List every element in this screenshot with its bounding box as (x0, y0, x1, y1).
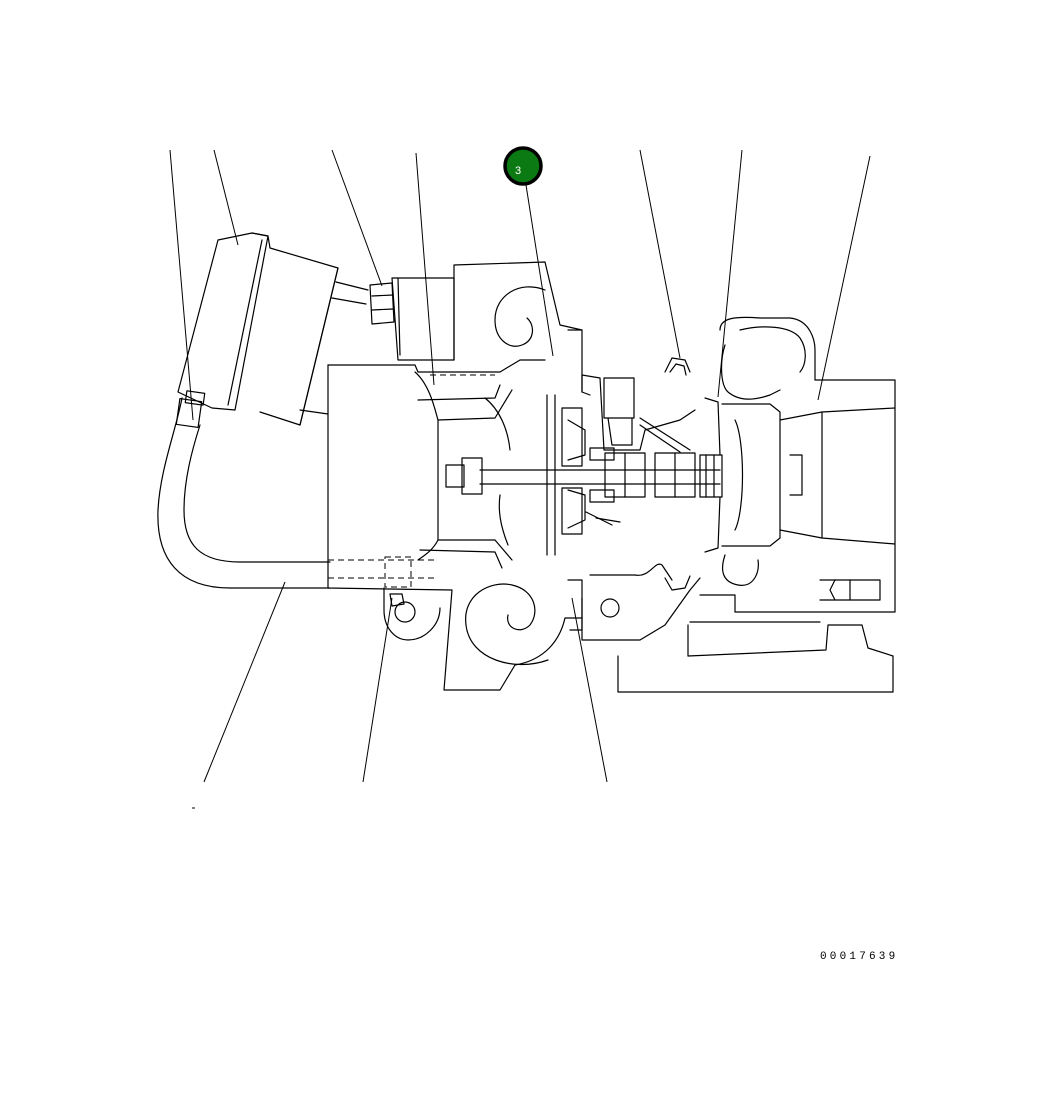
center-housing (567, 329, 721, 641)
turbine-housing (617, 316, 896, 693)
shaft-assembly (445, 394, 723, 556)
bracket-bolt (369, 277, 455, 361)
callout-3-label: 3 (515, 165, 521, 177)
oil-hose (157, 390, 331, 589)
callout-3-marker[interactable] (503, 146, 543, 186)
compressor-housing (327, 261, 591, 691)
callout-3[interactable]: 3 (503, 146, 543, 186)
leader-lines-bottom (192, 581, 608, 809)
drawing-number: 00017639 (820, 951, 899, 963)
leader-lines-top (169, 149, 871, 421)
wastegate-actuator (177, 232, 369, 426)
